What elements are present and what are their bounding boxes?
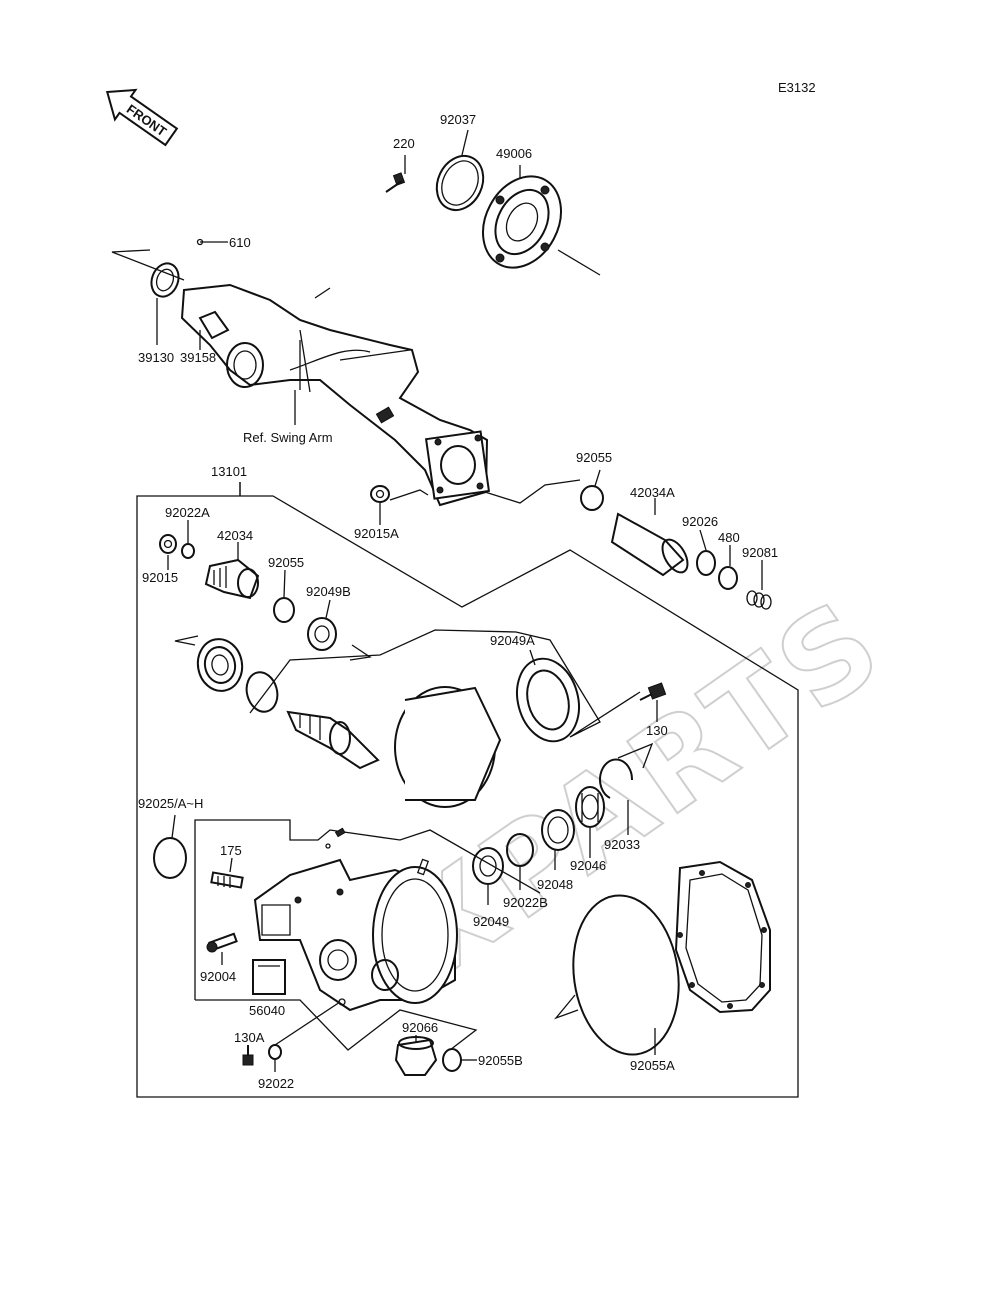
label-92015: 92015 <box>142 570 178 585</box>
label-92066: 92066 <box>402 1020 438 1035</box>
nut-92015-icon <box>159 534 177 570</box>
label-175: 175 <box>220 843 242 858</box>
oring-92055A-icon <box>572 894 680 1056</box>
washer-92022-icon <box>268 1044 282 1060</box>
stud-175-icon <box>210 857 244 889</box>
label-92049: 92049 <box>473 914 509 929</box>
oring-92055-mid-icon <box>273 597 295 623</box>
label-49006: 49006 <box>496 146 532 161</box>
seal-92049B-icon <box>307 599 337 651</box>
label-130: 130 <box>646 723 668 738</box>
label-92004: 92004 <box>200 969 236 984</box>
oring-92055-top-icon <box>580 485 604 511</box>
label-220: 220 <box>393 136 415 151</box>
label-ref-swing-arm: Ref. Swing Arm <box>243 430 333 445</box>
bolt-130-icon <box>639 682 667 722</box>
label-92049A: 92049A <box>490 633 535 648</box>
oring-left-icon <box>245 671 279 713</box>
shim-92025-icon <box>153 837 187 879</box>
label-92055A: 92055A <box>630 1058 675 1073</box>
assembly-13101-outline <box>136 482 799 1098</box>
bearing-92046-icon <box>575 786 605 858</box>
gear-case-icon <box>253 858 458 1012</box>
label-130A: 130A <box>234 1030 265 1045</box>
label-56040: 56040 <box>249 1003 285 1018</box>
label-42034A: 42034A <box>630 485 675 500</box>
clamp-92037-icon <box>435 129 485 212</box>
circlip-480-icon <box>718 566 738 590</box>
label-480: 480 <box>718 530 740 545</box>
screw-small-icon <box>325 827 346 849</box>
gasket-cover-icon <box>674 860 771 1014</box>
label-92015A: 92015A <box>354 526 399 541</box>
ring-gear-icon <box>394 686 502 808</box>
label-92033: 92033 <box>604 837 640 852</box>
bearing-housing-icon <box>196 638 244 692</box>
label-92025: 92025/A~H <box>138 796 203 811</box>
label-610: 610 <box>229 235 251 250</box>
label-92022B: 92022B <box>503 895 548 910</box>
label-92022: 92022 <box>258 1076 294 1091</box>
bolt-130A-icon <box>242 1045 254 1066</box>
snapring-92033-icon <box>599 758 634 835</box>
plate-56040-icon <box>252 959 286 995</box>
spring-92081-icon <box>746 560 772 610</box>
collar-92048-icon <box>541 809 575 870</box>
oring-92055B-icon <box>442 1048 462 1072</box>
swing-arm-icon <box>180 283 491 507</box>
label-92049B: 92049B <box>306 584 351 599</box>
label-92022A: 92022A <box>165 505 210 520</box>
bolt-220-icon <box>385 155 406 193</box>
washer-92022A-icon <box>181 543 195 559</box>
diagram-code: E3132 <box>778 80 816 95</box>
label-92081: 92081 <box>742 545 778 560</box>
label-92046: 92046 <box>570 858 606 873</box>
pinion-42034-icon <box>204 542 260 600</box>
label-13101: 13101 <box>211 464 247 479</box>
label-39130: 39130 <box>138 350 174 365</box>
ring-39130-icon <box>150 262 180 345</box>
plug-92066-icon <box>394 1035 438 1076</box>
label-92055-mid: 92055 <box>268 555 304 570</box>
label-92037: 92037 <box>440 112 476 127</box>
label-42034: 42034 <box>217 528 253 543</box>
label-92026: 92026 <box>682 514 718 529</box>
boot-49006-icon <box>482 165 562 269</box>
label-92055-top: 92055 <box>576 450 612 465</box>
front-arrow-icon: FRONT <box>105 88 179 147</box>
seal-92049A-icon <box>516 649 580 743</box>
label-92055B: 92055B <box>478 1053 523 1068</box>
label-92048: 92048 <box>537 877 573 892</box>
pinion-shaft-icon <box>286 710 380 770</box>
nut-92015A-icon <box>370 485 429 525</box>
washer-92026-icon <box>696 550 716 576</box>
shaft-42034A-icon <box>610 498 689 577</box>
bolt-92004-icon <box>206 932 238 965</box>
seal-92049-icon <box>472 847 504 905</box>
label-39158: 39158 <box>180 350 216 365</box>
